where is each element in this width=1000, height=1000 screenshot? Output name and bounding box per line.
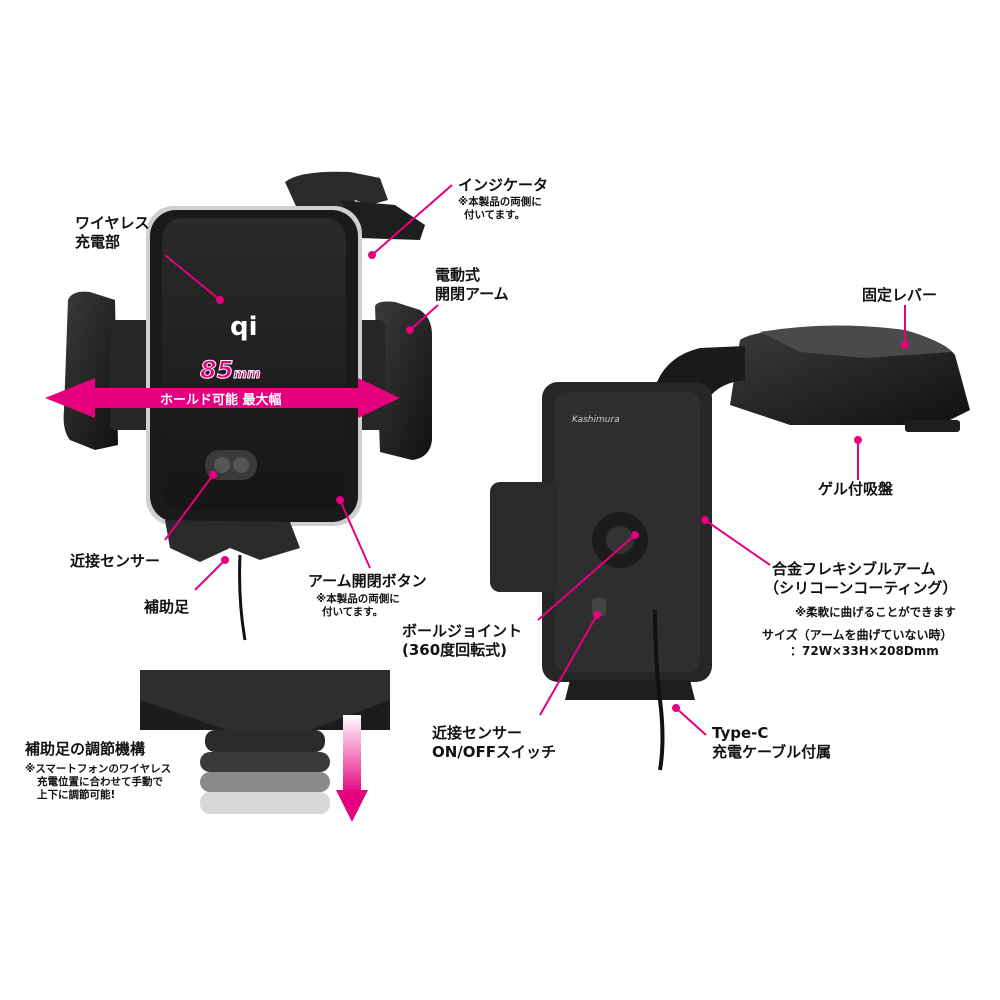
- label-flex-arm: 合金フレキシブルアーム （シリコーンコーティング）: [764, 560, 957, 598]
- note-foot-adjust-line2: 充電位置に合わせて手動で: [37, 776, 163, 788]
- note-arm-button-line2: 付いてます。: [322, 606, 384, 618]
- dot-indicator: [368, 251, 376, 259]
- label-gel-suction: ゲル付吸盤: [818, 480, 894, 498]
- label-motor-arm: 電動式 開閉アーム: [435, 266, 509, 304]
- label-arm-button: アーム開閉ボタン: [308, 572, 427, 590]
- label-flex-arm-line1: 合金フレキシブルアーム: [772, 560, 936, 578]
- line-arm-button: [339, 499, 371, 569]
- line-motor-arm: [409, 304, 439, 331]
- note-foot-adjust-line3: 上下に調節可能!: [37, 789, 116, 801]
- line-typec: [675, 707, 707, 736]
- brand-label: Kashimura: [572, 415, 620, 425]
- note-foot-adjust-line1: ※スマートフォンのワイヤレス: [25, 763, 172, 775]
- label-motor-arm-line2: 開閉アーム: [435, 285, 509, 303]
- label-ball-joint-line1: ボールジョイント: [402, 622, 523, 640]
- note-foot-adjust: ※スマートフォンのワイヤレス 充電位置に合わせて手動で 上下に調節可能!: [25, 763, 171, 802]
- foot-adjust-detail: [140, 670, 390, 822]
- label-typec: Type-C 充電ケーブル付属: [712, 724, 831, 762]
- label-typec-line1: Type-C: [712, 724, 769, 742]
- dot-flex-arm: [701, 516, 709, 524]
- note-arm-button-line1: ※本製品の両側に: [316, 593, 400, 605]
- line-sensor-switch: [539, 614, 598, 716]
- width-arrow: [45, 378, 400, 418]
- line-ball-joint: [537, 534, 636, 621]
- dot-support-foot: [221, 556, 229, 564]
- dot-proximity: [209, 471, 217, 479]
- label-fixing-lever: 固定レバー: [862, 286, 938, 304]
- note-flex-arm: ※柔軟に曲げることができます: [795, 605, 956, 619]
- line-wireless: [164, 254, 221, 301]
- label-foot-adjust: 補助足の調節機構: [25, 740, 146, 758]
- label-support-foot: 補助足: [144, 598, 190, 616]
- dot-sensor-switch: [593, 611, 601, 619]
- dot-wireless: [216, 296, 224, 304]
- label-ball-joint-line2: (360度回転式): [402, 641, 508, 659]
- line-proximity: [164, 474, 214, 541]
- dot-typec: [672, 704, 680, 712]
- line-indicator: [371, 184, 453, 256]
- dot-motor-arm: [406, 326, 414, 334]
- spec-size: サイズ（アームを曲げていない時） ：72W×33H×208Dmm: [762, 627, 953, 659]
- label-indicator: インジケータ: [458, 176, 549, 194]
- width-value: 85mm: [199, 356, 261, 385]
- label-ball-joint: ボールジョイント (360度回転式): [402, 622, 522, 660]
- width-caption: ホールド可能 最大幅: [160, 393, 282, 408]
- width-unit: mm: [233, 367, 261, 383]
- dot-arm-button: [336, 496, 344, 504]
- spec-size-line1: サイズ（アームを曲げていない時）: [762, 628, 953, 642]
- note-indicator-line2: 付いてます。: [464, 209, 526, 221]
- side-view-holder: [490, 325, 970, 771]
- line-flex-arm: [704, 519, 771, 566]
- label-proximity-sensor: 近接センサー: [70, 552, 161, 570]
- label-sensor-switch: 近接センサー ON/OFFスイッチ: [432, 724, 556, 762]
- dot-fixing-lever: [901, 341, 909, 349]
- qi-logo-icon: qi: [230, 312, 258, 342]
- line-support-foot: [194, 559, 226, 591]
- width-number: 85: [199, 356, 234, 385]
- spec-size-line2: ：72W×33H×208Dmm: [790, 644, 939, 658]
- label-typec-line2: 充電ケーブル付属: [712, 743, 832, 761]
- note-indicator: ※本製品の両側に 付いてます。: [458, 196, 542, 222]
- dot-ball-joint: [631, 531, 639, 539]
- note-arm-button: ※本製品の両側に 付いてます。: [316, 593, 400, 619]
- label-flex-arm-line2: （シリコーンコーティング）: [764, 579, 958, 597]
- label-motor-arm-line1: 電動式: [435, 266, 481, 284]
- label-sensor-switch-line1: 近接センサー: [432, 724, 523, 742]
- callout-lines: [164, 184, 909, 736]
- label-wireless-charging: ワイヤレス 充電部: [75, 214, 150, 252]
- dot-gel-suction: [854, 436, 862, 444]
- label-sensor-switch-line2: ON/OFFスイッチ: [432, 743, 557, 761]
- label-wireless-charging-line1: ワイヤレス: [75, 214, 150, 232]
- note-indicator-line1: ※本製品の両側に: [458, 196, 542, 208]
- label-wireless-charging-line2: 充電部: [75, 233, 121, 251]
